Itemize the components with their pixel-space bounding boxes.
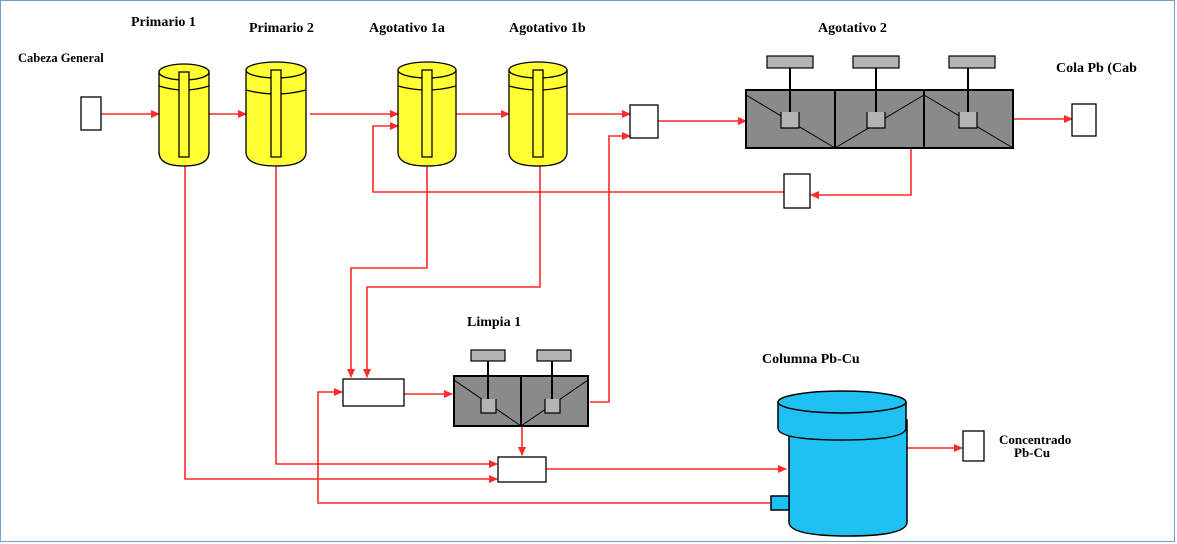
line-scavenger-1a-froth-to-mixer	[347, 166, 428, 378]
tank-primary-2	[245, 61, 307, 167]
flotation-column	[770, 390, 908, 537]
tail-box	[1071, 103, 1097, 137]
feed-box	[80, 96, 102, 131]
label-feed: Cabeza General	[18, 51, 104, 65]
flow-lines	[101, 110, 1073, 504]
lower-mixer-box	[497, 456, 547, 483]
line-recycle-to-scavenger-1a	[372, 122, 784, 193]
line-primary-2-conc-to-lower-mixer	[275, 166, 498, 468]
cell-bank-scavenger-2	[745, 55, 1014, 149]
line-scavenger-2-froth-to-box	[810, 148, 912, 199]
cell-bank-cleaner-1	[453, 349, 589, 427]
label-concentrate-line1: Concentrado	[999, 432, 1071, 447]
label-cleaner-1: Limpia 1	[467, 315, 521, 330]
line-scavenger-1b-froth-to-mixer	[363, 166, 541, 378]
label-primary-1: Primario 1	[131, 15, 196, 30]
concentrate-box	[962, 430, 985, 462]
line-primary-1-conc-to-lower-mixer	[184, 166, 498, 483]
label-column: Columna Pb-Cu	[762, 352, 860, 367]
label-scavenger-1a: Agotativo 1a	[369, 21, 445, 36]
recycle-box	[783, 173, 811, 209]
label-scavenger-1b: Agotativo 1b	[509, 21, 586, 36]
label-primary-2: Primario 2	[249, 21, 314, 36]
tank-scavenger-1a	[397, 61, 457, 167]
tank-primary-1	[158, 63, 210, 167]
line-column-tail-recycle	[317, 388, 770, 504]
tank-scavenger-1b	[508, 61, 568, 167]
label-scavenger-2: Agotativo 2	[818, 21, 887, 36]
cleaner-mixer-box	[342, 378, 405, 407]
label-tail: Cola Pb (Cab	[1056, 61, 1137, 76]
junction-box	[629, 104, 659, 139]
label-concentrate-line2: Pb-Cu	[1014, 445, 1050, 460]
line-cleaner-tail-to-junction	[590, 132, 631, 403]
